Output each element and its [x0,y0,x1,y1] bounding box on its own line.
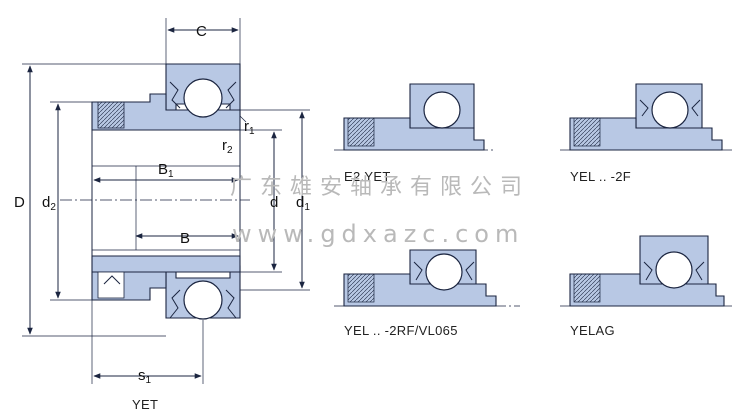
caption-yel-2rf: YEL .. -2RF/VL065 [344,323,458,338]
caption-yelag: YELAG [570,323,615,338]
caption-yet: YET [132,397,158,412]
label-B1: B1 [158,161,174,180]
label-s1: s1 [138,367,152,386]
label-r2: r2 [222,137,233,156]
ball-bottom [183,280,223,320]
label-B: B [180,230,190,247]
label-r1: r1 [244,118,255,137]
variant-yelag [560,235,734,307]
label-d: d [270,194,278,211]
label-D: D [14,194,25,211]
variant-e2yet [334,83,496,151]
watermark-company: 广东雄安轴承有限公司 [230,175,530,200]
caption-e2yet: E2.YET [344,169,391,184]
label-d2: d2 [42,194,56,213]
ball-top [183,78,223,118]
caption-yel-2f: YEL .. -2F [570,169,631,184]
dimension-lines [22,18,310,384]
yet-cross-section [60,63,250,320]
variant-yel-2rf [334,249,520,307]
label-d1: d1 [296,194,310,213]
label-c: C [196,23,207,40]
watermark-url: www.gdxazc.com [232,220,524,248]
variant-yel-2f [560,83,732,151]
